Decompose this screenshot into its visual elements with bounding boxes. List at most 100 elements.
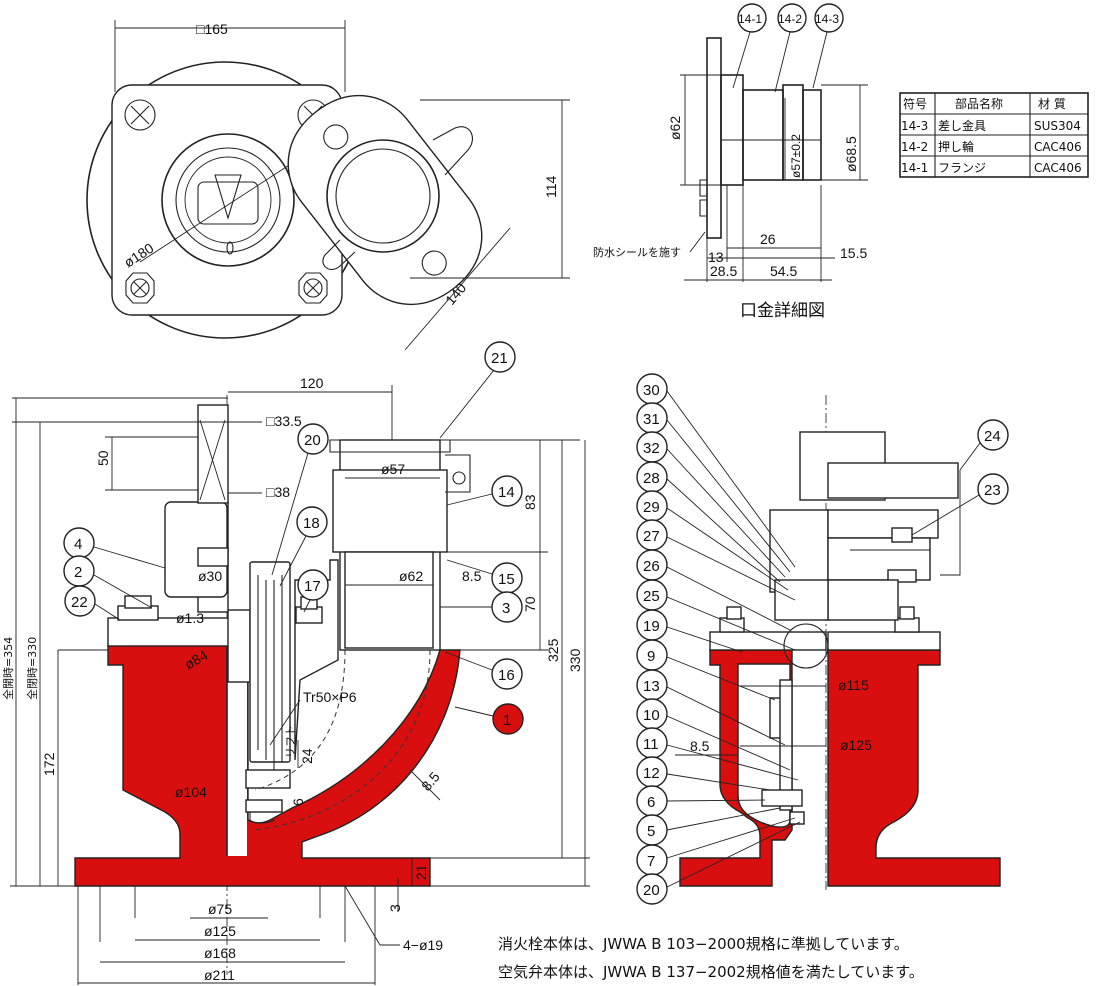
- balloon-5: 5: [647, 823, 655, 840]
- table-cell: 14-1: [901, 161, 928, 175]
- balloon-14-1: 14-1: [738, 12, 762, 26]
- balloon-14-3: 14-3: [815, 12, 839, 26]
- note-air-valve: 空気弁本体は、JWWA B 137−2002規格値を満たしています。: [498, 963, 924, 981]
- balloon-16: 16: [498, 667, 515, 684]
- dim-325: 325: [545, 638, 561, 662]
- dim-sq38: □38: [266, 484, 290, 500]
- dim-85: 8.5: [462, 568, 482, 584]
- dim-lift: リフト: [284, 725, 297, 758]
- dim-3: 3: [387, 904, 403, 912]
- balloon-14: 14: [498, 484, 515, 501]
- dim-d62: ø62: [399, 568, 423, 584]
- dim-d75: ø75: [208, 901, 232, 917]
- dim-detail-26: 26: [760, 231, 776, 247]
- balloon-22: 22: [71, 594, 88, 611]
- stem-housing: [249, 561, 291, 763]
- balloon-13: 13: [643, 678, 660, 695]
- dim-d125: ø125: [204, 923, 236, 939]
- section-bore: [227, 646, 247, 856]
- balloon-10: 10: [643, 707, 660, 724]
- balloon-6: 6: [647, 794, 655, 811]
- balloon-32: 32: [643, 440, 660, 457]
- balloon-31: 31: [643, 411, 660, 428]
- table-header-name: 部品名称: [955, 96, 1003, 111]
- balloon-28: 28: [643, 470, 660, 487]
- dim-detail-d62: ø62: [667, 116, 683, 140]
- dim-d13: ø1.3: [176, 610, 204, 626]
- overall-330: 全閉時=330: [25, 637, 39, 700]
- dim-detail-13: 13: [708, 249, 724, 265]
- balloon-30: 30: [643, 382, 660, 399]
- balloon-20-right: 20: [643, 882, 660, 899]
- table-cell: 差し金具: [938, 118, 986, 133]
- note-hydrant: 消火栓本体は、JWWA B 103−2000規格に準拠しています。: [498, 935, 909, 953]
- upper-flange: [107, 617, 231, 647]
- balloon-12: 12: [643, 765, 660, 782]
- balloon-9: 9: [647, 648, 655, 665]
- dim-83: 83: [522, 494, 538, 510]
- dim-line-180: [139, 157, 301, 263]
- top-view: □165 ø180 114 140: [86, 20, 570, 351]
- balloon-23: 23: [984, 482, 1001, 499]
- balloon-20: 20: [304, 432, 321, 449]
- balloon-19: 19: [643, 618, 660, 635]
- table-cell: 押し輪: [938, 139, 974, 154]
- dim-6: 6: [290, 798, 306, 806]
- balloon-27: 27: [643, 528, 660, 545]
- parts-table: 符号 部品名称 材 質 14-3 差し金具 SUS304 14-2 押し輪 CA…: [899, 92, 1089, 178]
- dim-r-d125: ø125: [840, 737, 872, 753]
- dim-120: 120: [300, 375, 324, 391]
- dim-172: 172: [41, 752, 57, 776]
- detail-title: 口金詳細図: [740, 301, 825, 321]
- dim-70: 70: [522, 596, 538, 612]
- table-cell: フランジ: [938, 161, 986, 175]
- outlet-flange: [287, 95, 483, 305]
- table-cell: CAC406: [1034, 140, 1082, 154]
- balloon-1: 1: [503, 712, 511, 729]
- dim-21: 21: [413, 864, 429, 880]
- dim-detail-155: 15.5: [840, 245, 867, 261]
- dim-d168: ø168: [204, 945, 236, 961]
- dim-detail-d57: ø57±0.2: [789, 134, 803, 178]
- right-section: ø115 ø125 8.5 30 31 32 28 29 27 26 25 19…: [636, 373, 1009, 905]
- dim-square-165: □165: [196, 21, 228, 37]
- red-body-right-right: [827, 649, 1001, 887]
- dim-detail-285: 28.5: [710, 263, 737, 279]
- table-cell: SUS304: [1034, 119, 1081, 133]
- dim-detail-d685: ø68.5: [843, 136, 859, 172]
- balloon-24: 24: [984, 428, 1001, 445]
- balloon-25: 25: [643, 588, 660, 605]
- table-cell: CAC406: [1034, 161, 1082, 175]
- table-cell: 14-3: [901, 119, 928, 133]
- table-cell: 14-2: [901, 140, 928, 154]
- dim-d211: ø211: [204, 967, 235, 983]
- balloon-2: 2: [74, 564, 82, 581]
- note-waterproof-seal: 防水シールを施す: [593, 245, 681, 259]
- dim-holes: 4−ø19: [403, 937, 443, 953]
- dim-d30: ø30: [198, 568, 222, 584]
- notes: 消火栓本体は、JWWA B 103−2000規格に準拠しています。 空気弁本体は…: [498, 935, 924, 981]
- red-body-left: [74, 644, 461, 887]
- dim-85b: 8.5: [418, 769, 443, 794]
- balloon-14-2: 14-2: [778, 12, 802, 26]
- dim-d57: ø57: [381, 461, 405, 477]
- left-section: 全開時=354 全閉時=330 172 120 □33.5 □38 50 ø57…: [1, 341, 590, 985]
- balloon-4: 4: [74, 536, 82, 553]
- detail-view: 14-1 14-2 14-3 ø62 ø57±0.2 ø68.5 13 26 1…: [593, 3, 868, 321]
- dim-sq335: □33.5: [266, 413, 302, 429]
- dim-114: 114: [543, 175, 559, 198]
- table-header-material: 材 質: [1038, 96, 1066, 111]
- dim-d104: ø104: [175, 784, 207, 800]
- table-header-code: 符号: [903, 96, 927, 111]
- dim-r-85: 8.5: [690, 738, 710, 754]
- balloon-29: 29: [643, 499, 660, 516]
- dim-thread: Tr50×P6: [303, 689, 357, 705]
- balloon-17: 17: [304, 578, 321, 595]
- balloon-3: 3: [502, 600, 510, 617]
- overall-354: 全開時=354: [1, 637, 15, 700]
- dim-24: 24: [299, 748, 315, 764]
- balloon-21: 21: [491, 350, 508, 367]
- dim-r-d115: ø115: [838, 677, 869, 693]
